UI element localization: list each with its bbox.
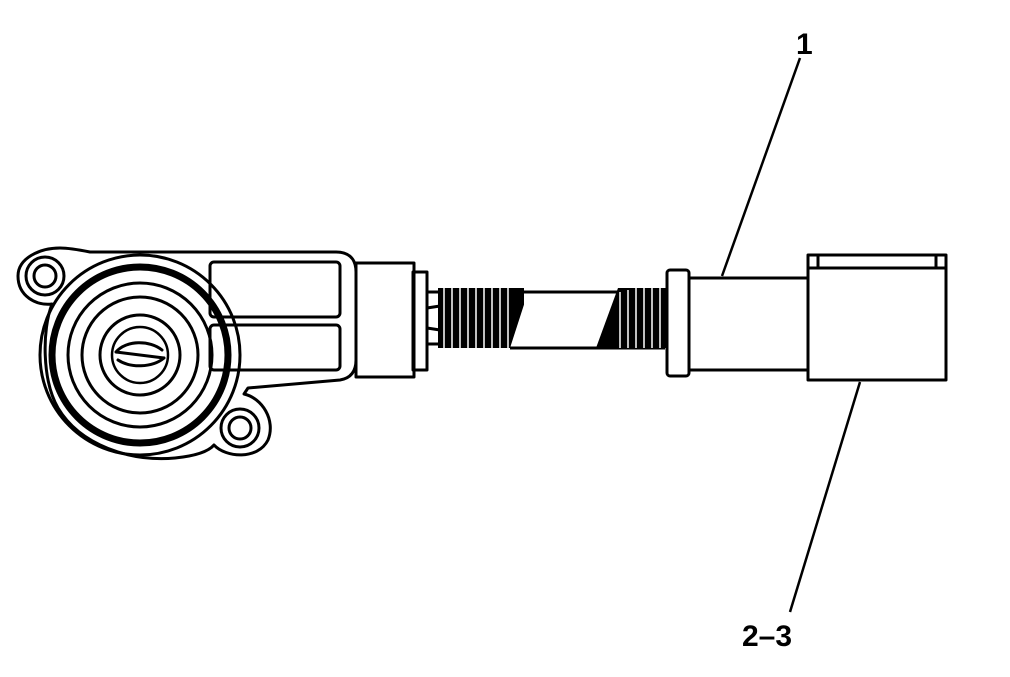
body-upper-box (208, 260, 342, 319)
connector-flange (665, 268, 691, 378)
mounting-hole-upper-inner (32, 263, 58, 289)
connector-plug-notch (816, 255, 938, 268)
sensor-rotor-inner (110, 325, 170, 385)
sleeve-right (596, 288, 668, 348)
cable-break-marks (556, 290, 572, 350)
cable-exit-plate (411, 270, 429, 372)
sensor-ring-mid (66, 281, 214, 429)
sensor-body (16, 246, 442, 461)
sensor-ring-inner (80, 295, 200, 415)
mounting-hole-lower (219, 407, 261, 449)
leader-line-2-3 (788, 381, 862, 613)
rotor-slot (114, 341, 166, 368)
connector-body (687, 276, 811, 372)
cable-exit-collar (354, 261, 416, 379)
callout-label-2-3: 2–3 (742, 620, 792, 653)
connector-plug (806, 253, 948, 382)
sensor-ring-thick (48, 263, 232, 447)
leader-lines (720, 57, 862, 613)
mounting-hole-lower-inner (227, 415, 253, 441)
body-lower-box (208, 323, 342, 372)
sensor-ring-outer (38, 253, 242, 457)
sensor-rotor (98, 313, 182, 397)
sleeve-left (438, 286, 530, 350)
cable (438, 286, 668, 350)
callout-label-1: 1 (796, 28, 813, 61)
wire-strands (425, 290, 442, 346)
connector (665, 253, 948, 382)
leader-line-1 (720, 57, 802, 277)
mounting-hole-upper (24, 255, 66, 297)
